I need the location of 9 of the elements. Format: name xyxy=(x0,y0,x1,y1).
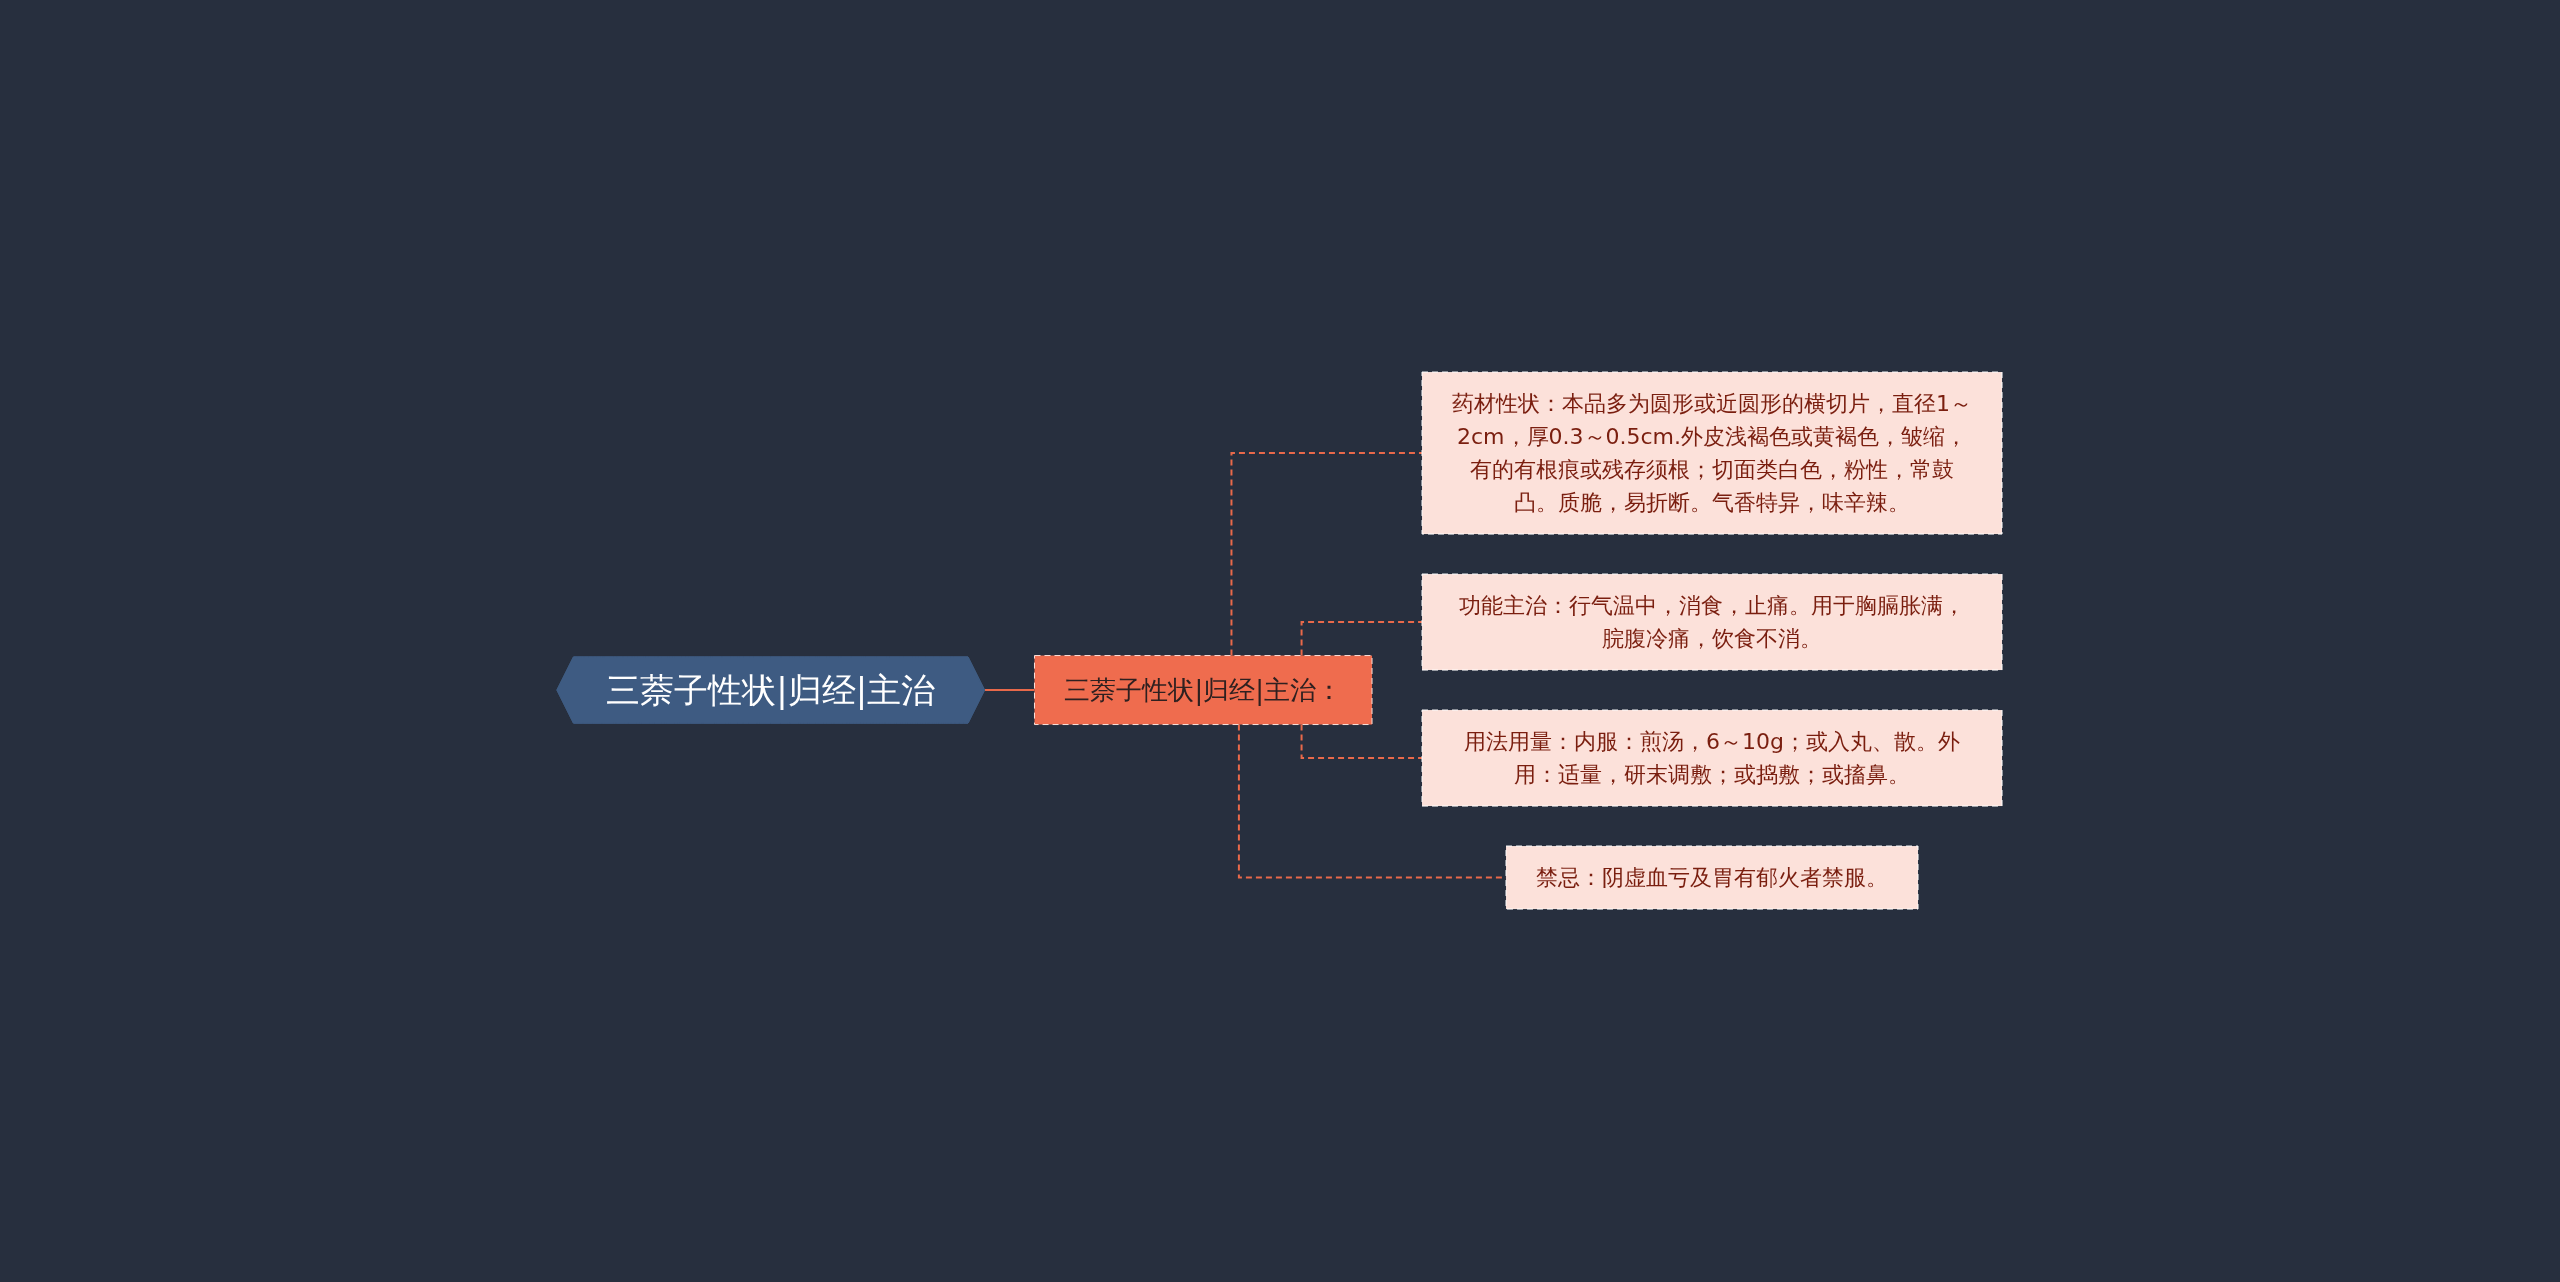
node-box: 功能主治：行气温中，消食，止痛。用于胸膈胀满，脘腹冷痛，饮食不消。 xyxy=(1422,574,2003,671)
connector xyxy=(984,689,1036,692)
node-box: 用法用量：内服：煎汤，6～10g；或入丸、散。外用：适量，研末调敷；或捣敷；或搐鼻。 xyxy=(1422,710,2003,807)
node-box: 禁忌：阴虚血亏及胃有郁火者禁服。 xyxy=(1506,846,1919,910)
connector xyxy=(1301,621,1424,657)
node-box: 三萘子性状|归经|主治： xyxy=(1034,655,1373,726)
node-box: 药材性状：本品多为圆形或近圆形的横切片，直径1～2cm，厚0.3～0.5cm.外皮浅褐色或黄褐色，皱缩，有的有根痕或残存须根；切面类白色，粉性，常鼓凸。质脆，易折断。气香特异，味辛辣。 xyxy=(1422,372,2003,535)
connector xyxy=(1230,452,1424,657)
connector xyxy=(1301,724,1424,760)
